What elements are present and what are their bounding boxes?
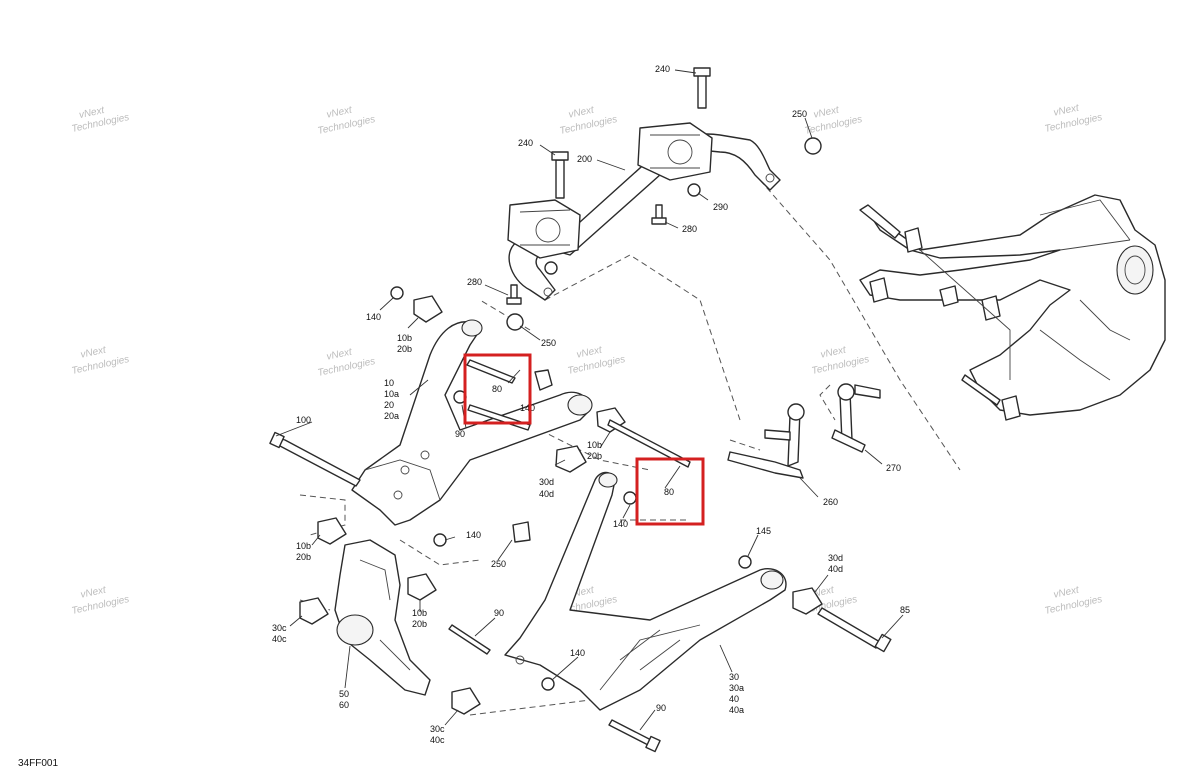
callout-280-right: 280 (682, 224, 697, 234)
callout-240-top: 240 (655, 64, 670, 74)
watermark: vNext Technologies (804, 104, 864, 137)
knuckle (334, 539, 431, 696)
callout-140-bottom: 140 (570, 648, 585, 658)
svg-text:Technologies: Technologies (317, 114, 377, 137)
callout-80-right: 80 (664, 487, 674, 497)
highlight-boxes (463, 353, 705, 526)
svg-text:Technologies: Technologies (1044, 594, 1104, 617)
callout-10-group: 20a (384, 411, 399, 421)
callout-30c-40c-bottom: 30c (430, 724, 445, 734)
callout-290: 290 (713, 202, 728, 212)
svg-text:vNext: vNext (576, 344, 604, 360)
svg-text:Technologies: Technologies (71, 354, 131, 377)
callout-240: 240 (518, 138, 533, 148)
svg-text:Technologies: Technologies (567, 354, 627, 377)
callout-10b-20b-left: 20b (296, 552, 311, 562)
svg-text:vNext: vNext (326, 104, 354, 120)
callout-90: 90 (455, 429, 465, 439)
callout-30c-40c: 40c (272, 634, 287, 644)
callout-30-group: 40a (729, 705, 744, 715)
callout-140-right: 140 (613, 519, 628, 529)
sway-bar-links (727, 383, 881, 479)
svg-text:vNext: vNext (80, 344, 108, 360)
bolts (269, 359, 892, 753)
callout-85: 85 (900, 605, 910, 615)
callout-200: 200 (577, 154, 592, 164)
leader-lines (275, 69, 904, 731)
callout-30-group: 40 (729, 694, 739, 704)
callout-100: 100 (296, 415, 311, 425)
callout-30c-40c: 30c (272, 623, 287, 633)
callout-30-group: 30a (729, 683, 744, 693)
svg-text:Technologies: Technologies (1044, 112, 1104, 135)
callout-80-left: 80 (492, 384, 502, 394)
svg-text:vNext: vNext (1053, 102, 1081, 118)
callout-10b-20b-left: 10b (296, 541, 311, 551)
callout-250: 250 (541, 338, 556, 348)
callout-140-lower: 140 (466, 530, 481, 540)
svg-text:vNext: vNext (1053, 584, 1081, 600)
watermark: vNext Technologies (71, 584, 131, 617)
callout-260: 260 (823, 497, 838, 507)
watermark: vNext Technologies (317, 104, 377, 137)
callout-10b-20b-mid: 10b (587, 440, 602, 450)
highlight-box-80-right (635, 457, 705, 526)
stabilizer-bushing-right (637, 122, 713, 181)
callout-140: 140 (366, 312, 381, 322)
callout-30d-40d-right: 40d (828, 564, 843, 574)
lower-right-a-arm (504, 471, 787, 711)
callout-250-top: 250 (792, 109, 807, 119)
svg-text:vNext: vNext (326, 346, 354, 362)
watermark: vNext Technologies (811, 344, 871, 377)
callout-30d-40d: 40d (539, 489, 554, 499)
callout-30c-40c-bottom: 40c (430, 735, 445, 745)
svg-text:vNext: vNext (820, 344, 848, 360)
svg-text:vNext: vNext (80, 584, 108, 600)
callout-250-lower: 250 (491, 559, 506, 569)
callout-50-60: 50 (339, 689, 349, 699)
upper-left-a-arm (351, 319, 593, 526)
highlight-box-80-left (463, 353, 532, 425)
callout-10b-20b-knuckle: 20b (412, 619, 427, 629)
callout-140-mid: 140 (520, 403, 535, 413)
callout-50-60: 60 (339, 700, 349, 710)
svg-text:Technologies: Technologies (804, 114, 864, 137)
svg-text:Technologies: Technologies (559, 114, 619, 137)
callout-10b-20b-knuckle: 10b (412, 608, 427, 618)
callout-10b-20b-mid: 20b (587, 451, 602, 461)
watermark: vNext Technologies (567, 344, 627, 377)
watermark: vNext Technologies (71, 105, 131, 135)
svg-text:vNext: vNext (568, 104, 596, 120)
watermark: vNext Technologies (317, 346, 377, 379)
watermark: vNext Technologies (71, 344, 131, 377)
callout-labels: 240 240 200 250 290 280 280 250 140 10b … (272, 64, 910, 745)
svg-text:vNext: vNext (78, 105, 106, 121)
watermark: vNext Technologies (559, 104, 619, 137)
callout-30-group: 30 (729, 672, 739, 682)
callout-145: 145 (756, 526, 771, 536)
callout-10b-20b: 10b (397, 333, 412, 343)
watermark: vNext Technologies (1044, 584, 1104, 617)
figure-code: 34FF001 (18, 758, 58, 769)
stabilizer-bushing-left (507, 199, 581, 259)
callout-30d-40d: 30d (539, 477, 554, 487)
callout-10-group: 10a (384, 389, 399, 399)
callout-30d-40d-right: 30d (828, 553, 843, 563)
svg-text:vNext: vNext (813, 104, 841, 120)
svg-text:Technologies: Technologies (317, 356, 377, 379)
assembled-view (859, 194, 1166, 421)
callout-90-bottom: 90 (656, 703, 666, 713)
stabilizer-bolts (506, 67, 822, 331)
callout-10-group: 10 (384, 378, 394, 388)
callout-270: 270 (886, 463, 901, 473)
callout-280-left: 280 (467, 277, 482, 287)
callout-10b-20b: 20b (397, 344, 412, 354)
callout-10-group: 20 (384, 400, 394, 410)
svg-text:Technologies: Technologies (811, 354, 871, 377)
watermark: vNext Technologies (1044, 102, 1104, 135)
callout-90-mid: 90 (494, 608, 504, 618)
svg-text:Technologies: Technologies (71, 594, 131, 617)
